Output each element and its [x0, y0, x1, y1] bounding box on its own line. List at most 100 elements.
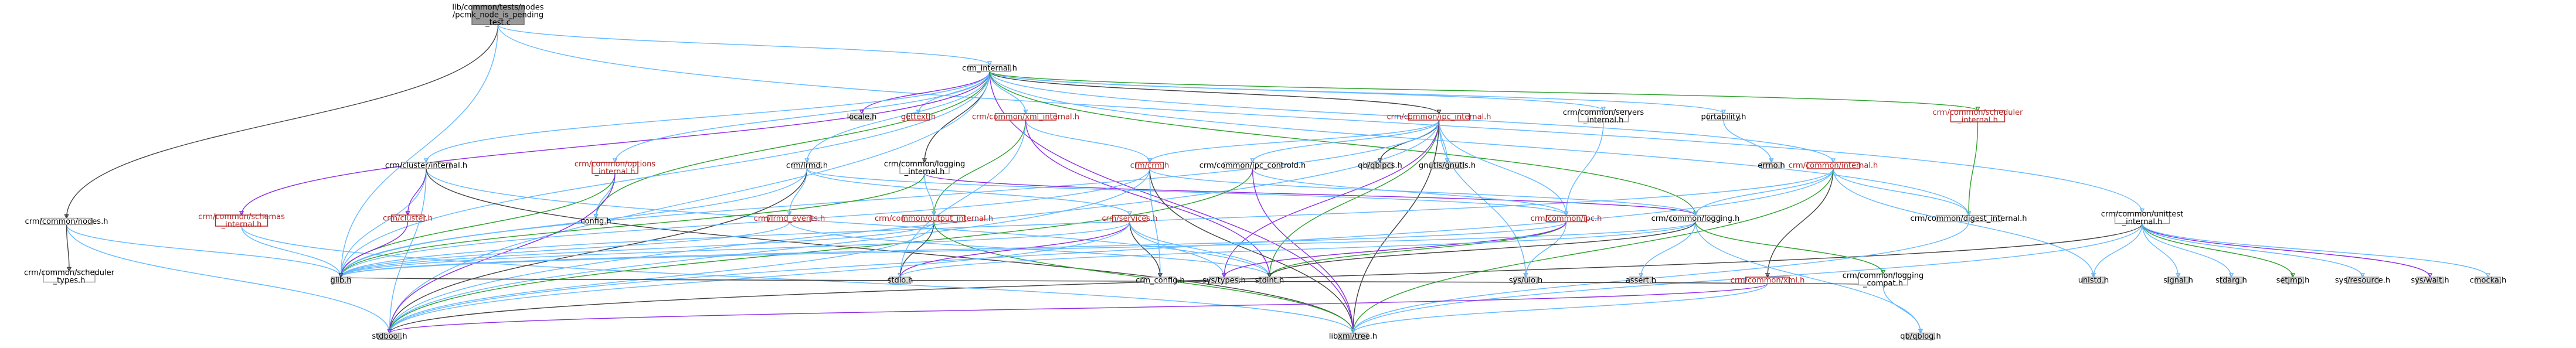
- node-servers[interactable]: crm/common/servers_internal.h: [1563, 108, 1644, 125]
- edge-arrowhead: [612, 158, 618, 163]
- edge-lrmd-to-glib: [340, 168, 808, 278]
- node-gettext[interactable]: gettext.h: [901, 113, 936, 122]
- edge-arrowhead: [1350, 329, 1356, 335]
- node-box: [401, 162, 451, 169]
- edge-crm_h-to-glib: [340, 168, 1150, 278]
- node-box: [968, 64, 1011, 72]
- node-label: stdio.h: [888, 277, 913, 285]
- node-logging_h[interactable]: crm/common/logging.h: [1651, 214, 1740, 223]
- node-cluster_h[interactable]: crm/cluster.h: [383, 214, 433, 223]
- node-box: [906, 113, 930, 121]
- node-qb_ipcs[interactable]: qb/qbipcs.h: [1358, 162, 1402, 170]
- node-setjmp[interactable]: setjmp.h: [2276, 277, 2310, 285]
- node-libxml[interactable]: libxml/tree.h: [1329, 332, 1377, 341]
- node-label: crm/common/logging: [1843, 272, 1923, 281]
- edge-common_internal-to-xml_h: [1767, 168, 1834, 278]
- node-box: [471, 5, 525, 25]
- edge-common_internal-to-digest: [1833, 168, 1969, 216]
- edge-ipc_internal-to-crm_h: [1149, 120, 1440, 163]
- edge-servers-to-ipc_h: [1565, 121, 1604, 216]
- node-portability[interactable]: portability.h: [1701, 113, 1746, 122]
- node-sys_uio[interactable]: sys/uio.h: [1509, 277, 1543, 285]
- node-common_internal[interactable]: crm/common/internal.h: [1789, 162, 1878, 170]
- node-box: [592, 162, 638, 174]
- node-signal[interactable]: signal.h: [2163, 277, 2193, 285]
- edge-arrowhead: [804, 158, 810, 163]
- node-crm_config[interactable]: crm_config.h: [1136, 277, 1185, 285]
- edge-xml_internal-to-stdint: [1025, 120, 1270, 278]
- node-stdint[interactable]: stdint.h: [1255, 277, 1284, 285]
- node-lrmd_events[interactable]: crm/lrmd_events.h: [754, 214, 825, 223]
- edge-arrowhead: [2485, 273, 2491, 278]
- edge-xml_internal-to-output_int: [933, 120, 1027, 216]
- node-cmocka[interactable]: cmocka.h: [2470, 277, 2507, 285]
- node-unittest[interactable]: crm/common/unittest_internal.h: [2101, 210, 2183, 227]
- edges-layer: [64, 24, 2491, 335]
- node-ipc_controld[interactable]: crm/common/ipc_controld.h: [1199, 162, 1306, 170]
- node-box: [2220, 277, 2243, 284]
- node-root[interactable]: lib/common/tests/nodes/pcmk_node_is_pend…: [452, 4, 543, 28]
- edge-ipc_h-to-sys_types: [1224, 221, 1567, 278]
- edge-crm_internal-to-ipc_internal: [989, 71, 1440, 114]
- node-output_int[interactable]: crm/common/output_internal.h: [875, 214, 993, 223]
- edge-crm_internal-to-crm_cluster_internal: [426, 71, 990, 163]
- edge-arrowhead: [1445, 158, 1450, 163]
- node-locale[interactable]: locale.h: [847, 113, 877, 122]
- node-digest[interactable]: crm/common/digest_internal.h: [1910, 214, 2027, 223]
- node-config[interactable]: config.h: [580, 217, 611, 226]
- node-services[interactable]: crm/services.h: [1102, 214, 1157, 223]
- node-crm_internal[interactable]: crm_internal.h: [962, 64, 1017, 73]
- node-nodes[interactable]: crm/common/nodes.h: [25, 217, 108, 226]
- node-ipc_internal[interactable]: crm/common/ipc_internal.h: [1386, 113, 1491, 122]
- edge-nodes-to-glib: [66, 224, 342, 278]
- node-sys_wait[interactable]: sys/wait.h: [2411, 277, 2449, 285]
- node-stdio[interactable]: stdio.h: [888, 277, 913, 285]
- node-errno[interactable]: errno.h: [1758, 162, 1785, 170]
- node-box: [390, 214, 425, 222]
- node-crm_h[interactable]: crm/crm.h: [1130, 162, 1170, 170]
- node-box: [1935, 214, 2002, 223]
- edge-arrowhead: [2290, 273, 2296, 278]
- node-schemas[interactable]: crm/common/schemas_internal.h: [198, 213, 285, 229]
- node-stdarg[interactable]: stdarg.h: [2215, 277, 2247, 285]
- edge-arrowhead: [1721, 110, 1727, 115]
- node-ipc_h[interactable]: crm/common/ipc.h: [1531, 214, 1602, 223]
- edge-ipc_internal-to-ipc_controld: [1252, 120, 1440, 163]
- node-box: [2167, 277, 2190, 284]
- edge-xml_h-to-stdbool: [389, 283, 1768, 334]
- node-sys_types[interactable]: sys/types.h: [1202, 277, 1246, 285]
- node-unistd[interactable]: unistd.h: [2078, 277, 2109, 285]
- node-label: stdbool.h: [372, 332, 407, 341]
- node-sched_types[interactable]: crm/common/scheduler_types.h: [24, 269, 115, 285]
- node-label: glib.h: [330, 277, 351, 285]
- node-assert[interactable]: assert.h: [1626, 277, 1656, 285]
- node-logging_int[interactable]: crm/common/logging_internal.h: [884, 160, 965, 176]
- node-lrmd[interactable]: crm/lrmd.h: [786, 162, 828, 170]
- node-logging_compat[interactable]: crm/common/logging_compat.h: [1843, 272, 1923, 288]
- node-xml_internal[interactable]: crm/common/xml_internal.h: [972, 113, 1079, 122]
- edge-nodes-to-sched_types: [66, 224, 70, 271]
- node-glib[interactable]: glib.h: [330, 277, 351, 285]
- edge-arrowhead: [2139, 208, 2145, 214]
- node-stdbool[interactable]: stdbool.h: [372, 332, 407, 341]
- edge-common_internal-to-unistd: [1833, 168, 2094, 278]
- node-qblog[interactable]: qb/qblog.h: [1900, 332, 1941, 341]
- node-crm_cluster_internal[interactable]: crm/cluster/internal.h: [385, 162, 467, 170]
- edge-common_internal-to-libxml: [1352, 168, 1834, 333]
- node-options[interactable]: crm/common/options_internal.h: [575, 160, 655, 176]
- edge-arrowhead: [1918, 329, 1923, 335]
- node-box: [2114, 211, 2170, 224]
- node-sys_resource[interactable]: sys/resource.h: [2335, 277, 2390, 285]
- edge-options-to-config: [595, 173, 616, 219]
- edge-arrowhead: [1267, 273, 1272, 278]
- node-label: crm_internal.h: [962, 64, 1017, 73]
- node-gnutls[interactable]: gnutls/gnutls.h: [1419, 162, 1476, 170]
- node-sched_int[interactable]: crm/common/scheduler_internal.h: [1933, 108, 2024, 125]
- node-xml_h[interactable]: crm/common/xml.h: [1731, 277, 1805, 285]
- edge-arrowhead: [1564, 211, 1569, 217]
- node-label: crm/crm.h: [1130, 162, 1170, 170]
- node-box: [1223, 162, 1282, 169]
- edge-arrowhead: [2176, 273, 2181, 278]
- edge-ipc_h-to-glib: [340, 221, 1567, 278]
- node-label: qb/qbipcs.h: [1358, 162, 1402, 170]
